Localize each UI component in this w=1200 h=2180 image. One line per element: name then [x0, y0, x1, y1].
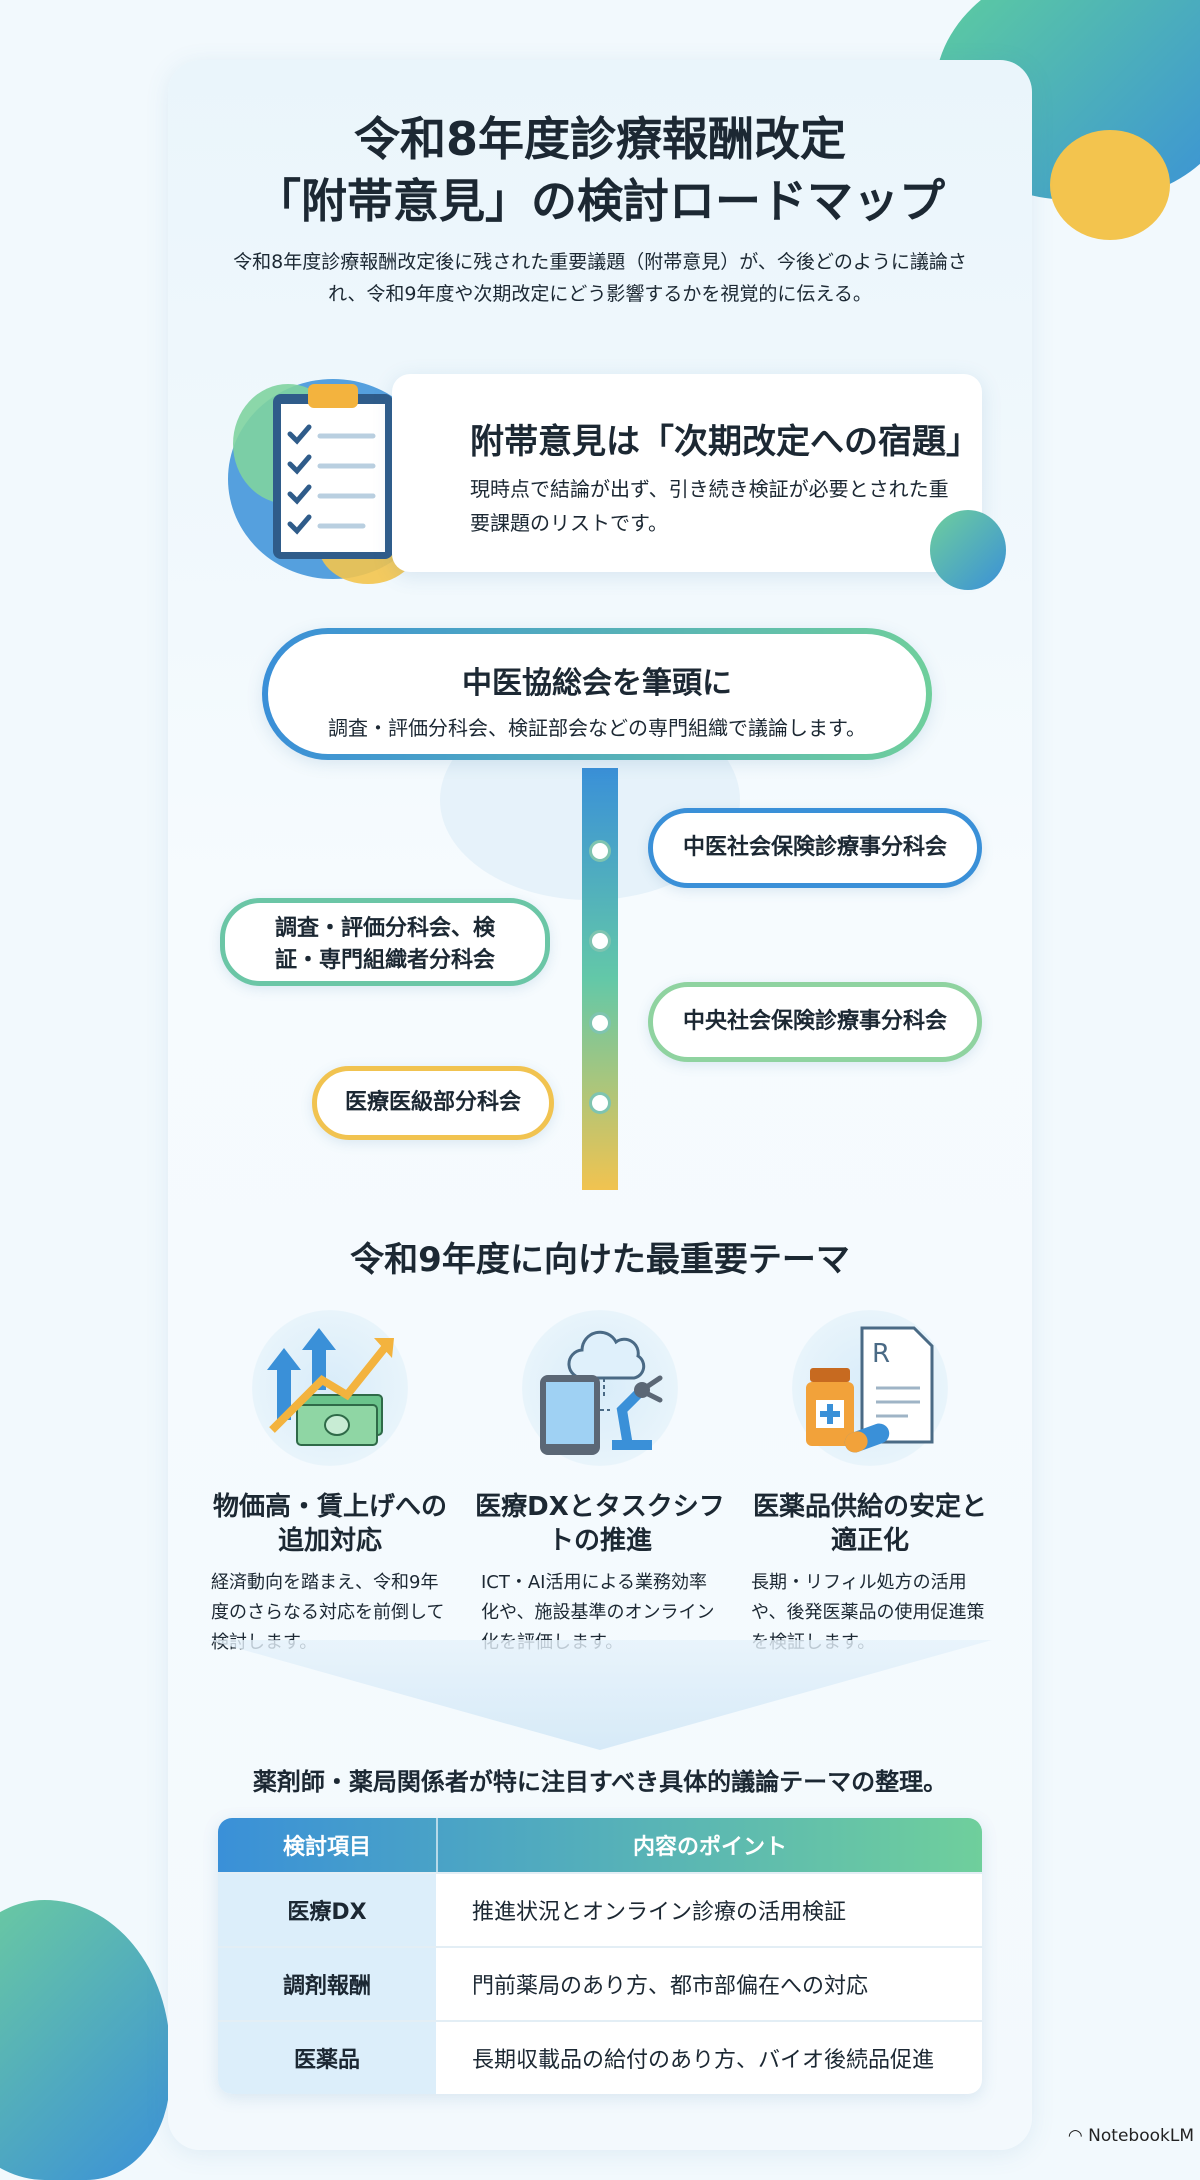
page-subtitle: 令和8年度診療報酬改定後に残された重要議題（附帯意見）が、今後どのように議論され…: [233, 251, 967, 305]
intro-card: 附帯意見は「次期改定への宿題」 現時点で結論が出ず、引き続き検証が必要とされた重…: [392, 374, 982, 572]
table-cell-point: 推進状況とオンライン診療の活用検証: [472, 1900, 847, 1925]
roadmap-main-heading: 中医協総会を筆頭に: [462, 666, 732, 701]
roadmap-node-4: [589, 1092, 611, 1114]
table-header-point: 内容のポイント: [436, 1818, 982, 1872]
table-cell-point: 門前薬局のあり方、都市部偏在への対応: [472, 1974, 869, 1999]
table-cell-point: 長期収載品の給付のあり方、バイオ後続品促進: [472, 2048, 935, 2073]
roadmap-branch-4: 医療医級部分科会: [312, 1066, 554, 1140]
roadmap-main-pill: 中医協総会を筆頭に 調査・評価分科会、検証部会などの専門組織で議論します。: [262, 628, 932, 760]
table-cell-item: 調剤報酬: [218, 1948, 436, 2020]
decor-blob-intro: [930, 510, 1006, 590]
roadmap-branch-3: 中央社会保険診療事分科会: [648, 982, 982, 1062]
table-cell-item: 医療DX: [218, 1874, 436, 1946]
roadmap-node-1: [589, 840, 611, 862]
roadmap-stem: [582, 768, 618, 1190]
roadmap-node-2: [589, 930, 611, 952]
title-line-2: 「附帯意見」の検討ロードマップ: [255, 174, 945, 228]
brand-text: NotebookLM: [1088, 2126, 1194, 2146]
notebook-logo-icon: ◠: [1067, 2126, 1089, 2146]
roadmap-main-sub: 調査・評価分科会、検証部会などの専門組織で議論します。: [328, 716, 866, 740]
table-row: 医薬品 長期収載品の給付のあり方、バイオ後続品促進: [218, 2020, 982, 2094]
topics-table: 検討項目 内容のポイント 医療DX 推進状況とオンライン診療の活用検証 調剤報酬…: [218, 1818, 982, 2094]
medicine-prescription-icon: R: [792, 1310, 948, 1466]
svg-text:R: R: [872, 1339, 890, 1369]
theme-card-2: 医療DXとタスクシフトの推進 ICT・AI活用による業務効率化や、施設基準のオン…: [475, 1310, 725, 1658]
table-row: 調剤報酬 門前薬局のあり方、都市部偏在への対応: [218, 1946, 982, 2020]
intro-heading: 附帯意見は「次期改定への宿題」: [470, 422, 980, 462]
table-row: 医療DX 推進状況とオンライン診療の活用検証: [218, 1872, 982, 1946]
brand-label: ◠ NotebookLM: [1068, 2126, 1194, 2146]
theme-card-3: R 医薬品供給の安定と適正化 長期・リフィル処方の活用や、後発医薬品の使用促進策…: [745, 1310, 995, 1658]
theme-2-title: 医療DXとタスクシフトの推進: [475, 1492, 725, 1556]
roadmap-branch-1: 中医社会保険診療事分科会: [648, 808, 982, 888]
table-header-item: 検討項目: [282, 1835, 371, 1860]
theme-3-title: 医薬品供給の安定と適正化: [752, 1492, 987, 1556]
roadmap-branch-2: 調査・評価分科会、検証・専門組織者分科会: [220, 898, 550, 986]
down-chevron-divider: [208, 1640, 992, 1750]
page-title: 令和8年度診療報酬改定 「附帯意見」の検討ロードマップ: [168, 108, 1032, 232]
table-cell-item: 医薬品: [218, 2022, 436, 2094]
roadmap-node-3: [589, 1012, 611, 1034]
theme-card-1: 物価高・賃上げへの追加対応 経済動向を踏まえ、令和9年度のさらなる対応を前倒して…: [205, 1310, 455, 1658]
theme-1-title: 物価高・賃上げへの追加対応: [212, 1492, 447, 1556]
themes-title: 令和9年度に向けた最重要テーマ: [350, 1240, 850, 1280]
intro-body: 現時点で結論が出ず、引き続き検証が必要とされた重要課題のリストです。: [470, 477, 949, 535]
decor-blob-top-right-yellow: [1050, 130, 1170, 240]
chart-money-icon: [252, 1310, 408, 1466]
decor-blob-bottom-left: [0, 1900, 170, 2180]
tablet-cloud-robot-icon: [522, 1310, 678, 1466]
table-caption: 薬剤師・薬局関係者が特に注目すべき具体的議論テーマの整理。: [252, 1768, 948, 1796]
table-header: 検討項目 内容のポイント: [218, 1818, 982, 1872]
title-line-1: 令和8年度診療報酬改定: [353, 112, 846, 166]
